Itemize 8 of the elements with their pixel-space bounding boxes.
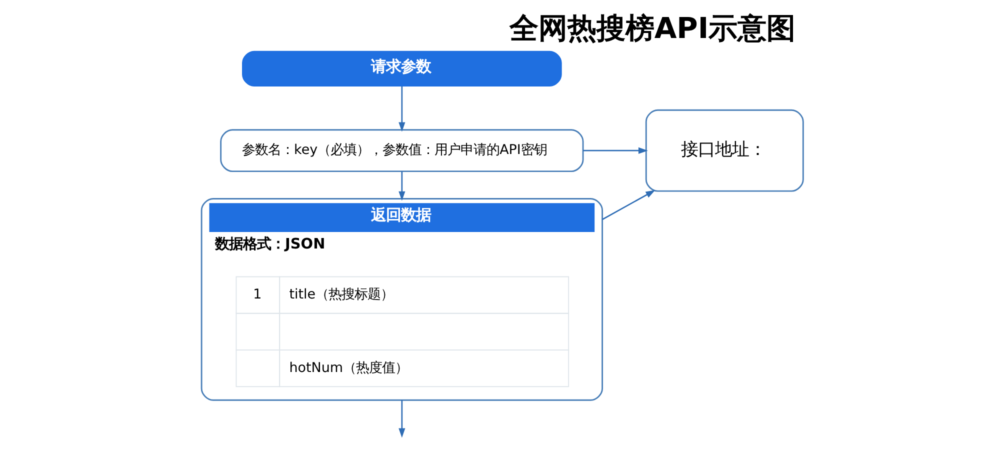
arrow: [398, 86, 406, 132]
arrow: [583, 147, 648, 154]
node-box: 接口地址：: [645, 109, 804, 192]
arrow: [398, 171, 406, 201]
arrow: [602, 190, 656, 220]
node-box: 参数名：key（必填），参数值：用户申请的API密钥: [220, 129, 584, 172]
node-box: 请求参数: [242, 50, 562, 87]
diagram-title: 全网热搜榜API示意图: [509, 10, 796, 45]
